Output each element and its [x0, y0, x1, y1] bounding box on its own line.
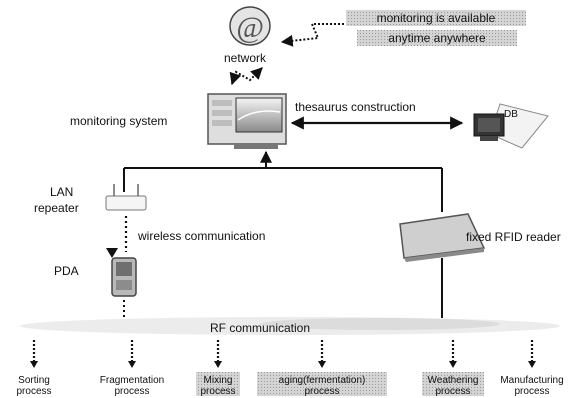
- rfid-label: fixed RFID reader: [466, 230, 561, 244]
- rf-communication-band: [20, 317, 560, 335]
- svg-text:@: @: [236, 11, 264, 44]
- process-suffix: process: [304, 386, 339, 397]
- process-row: SortingprocessFragmentationprocessMixing…: [16, 340, 564, 397]
- process-suffix: process: [114, 386, 149, 397]
- connection-lines: [123, 150, 443, 318]
- process-arrow-head: [318, 361, 326, 368]
- process-name: aging(fermentation): [279, 375, 366, 386]
- process-shade: [422, 372, 484, 396]
- rf-communication-label: RF communication: [210, 321, 310, 335]
- pda-label: PDA: [54, 264, 79, 278]
- process-arrow-head: [214, 361, 222, 368]
- wireless-label: wireless communication: [137, 229, 265, 243]
- lan-label-line-2: repeater: [34, 201, 79, 215]
- desktop-computer-icon: [207, 93, 287, 149]
- process-arrow-head: [30, 361, 38, 368]
- db-label: DB: [504, 109, 518, 120]
- process-arrow-head: [128, 361, 136, 368]
- monitoring-system-label: monitoring system: [70, 114, 167, 128]
- banner-line-1: monitoring is available: [377, 11, 496, 25]
- process-name: Manufacturing: [500, 375, 563, 386]
- process-name: Weathering: [428, 375, 479, 386]
- thesaurus-label: thesaurus construction: [295, 100, 416, 114]
- database-monitor-icon: [473, 103, 549, 149]
- process-suffix: process: [200, 386, 235, 397]
- pda-arrow-head: [106, 248, 118, 258]
- process-suffix: process: [435, 386, 470, 397]
- process-name: Sorting: [18, 375, 50, 386]
- process-name: Fragmentation: [100, 375, 164, 386]
- availability-banner: monitoring is available anytime anywhere: [346, 10, 526, 46]
- process-name: Mixing: [204, 375, 233, 386]
- process-suffix: process: [514, 386, 549, 397]
- rfid-reader-icon: [399, 213, 486, 262]
- at-sign-globe-icon: @: [229, 6, 271, 46]
- process-arrow-head: [449, 361, 457, 368]
- pda-device-icon: [111, 257, 137, 297]
- lan-label-line-1: LAN: [50, 185, 73, 199]
- process-arrow-head: [528, 361, 536, 368]
- network-banner-link: [280, 23, 352, 47]
- process-shade: [257, 372, 387, 396]
- network-monitoring-link: [229, 67, 263, 86]
- process-suffix: process: [16, 386, 51, 397]
- banner-line-2: anytime anywhere: [388, 31, 486, 45]
- network-label: network: [224, 51, 267, 65]
- process-shade: [196, 372, 240, 396]
- wireless-router-icon: [105, 184, 147, 211]
- process-3: aging(fermentation)process: [257, 340, 387, 397]
